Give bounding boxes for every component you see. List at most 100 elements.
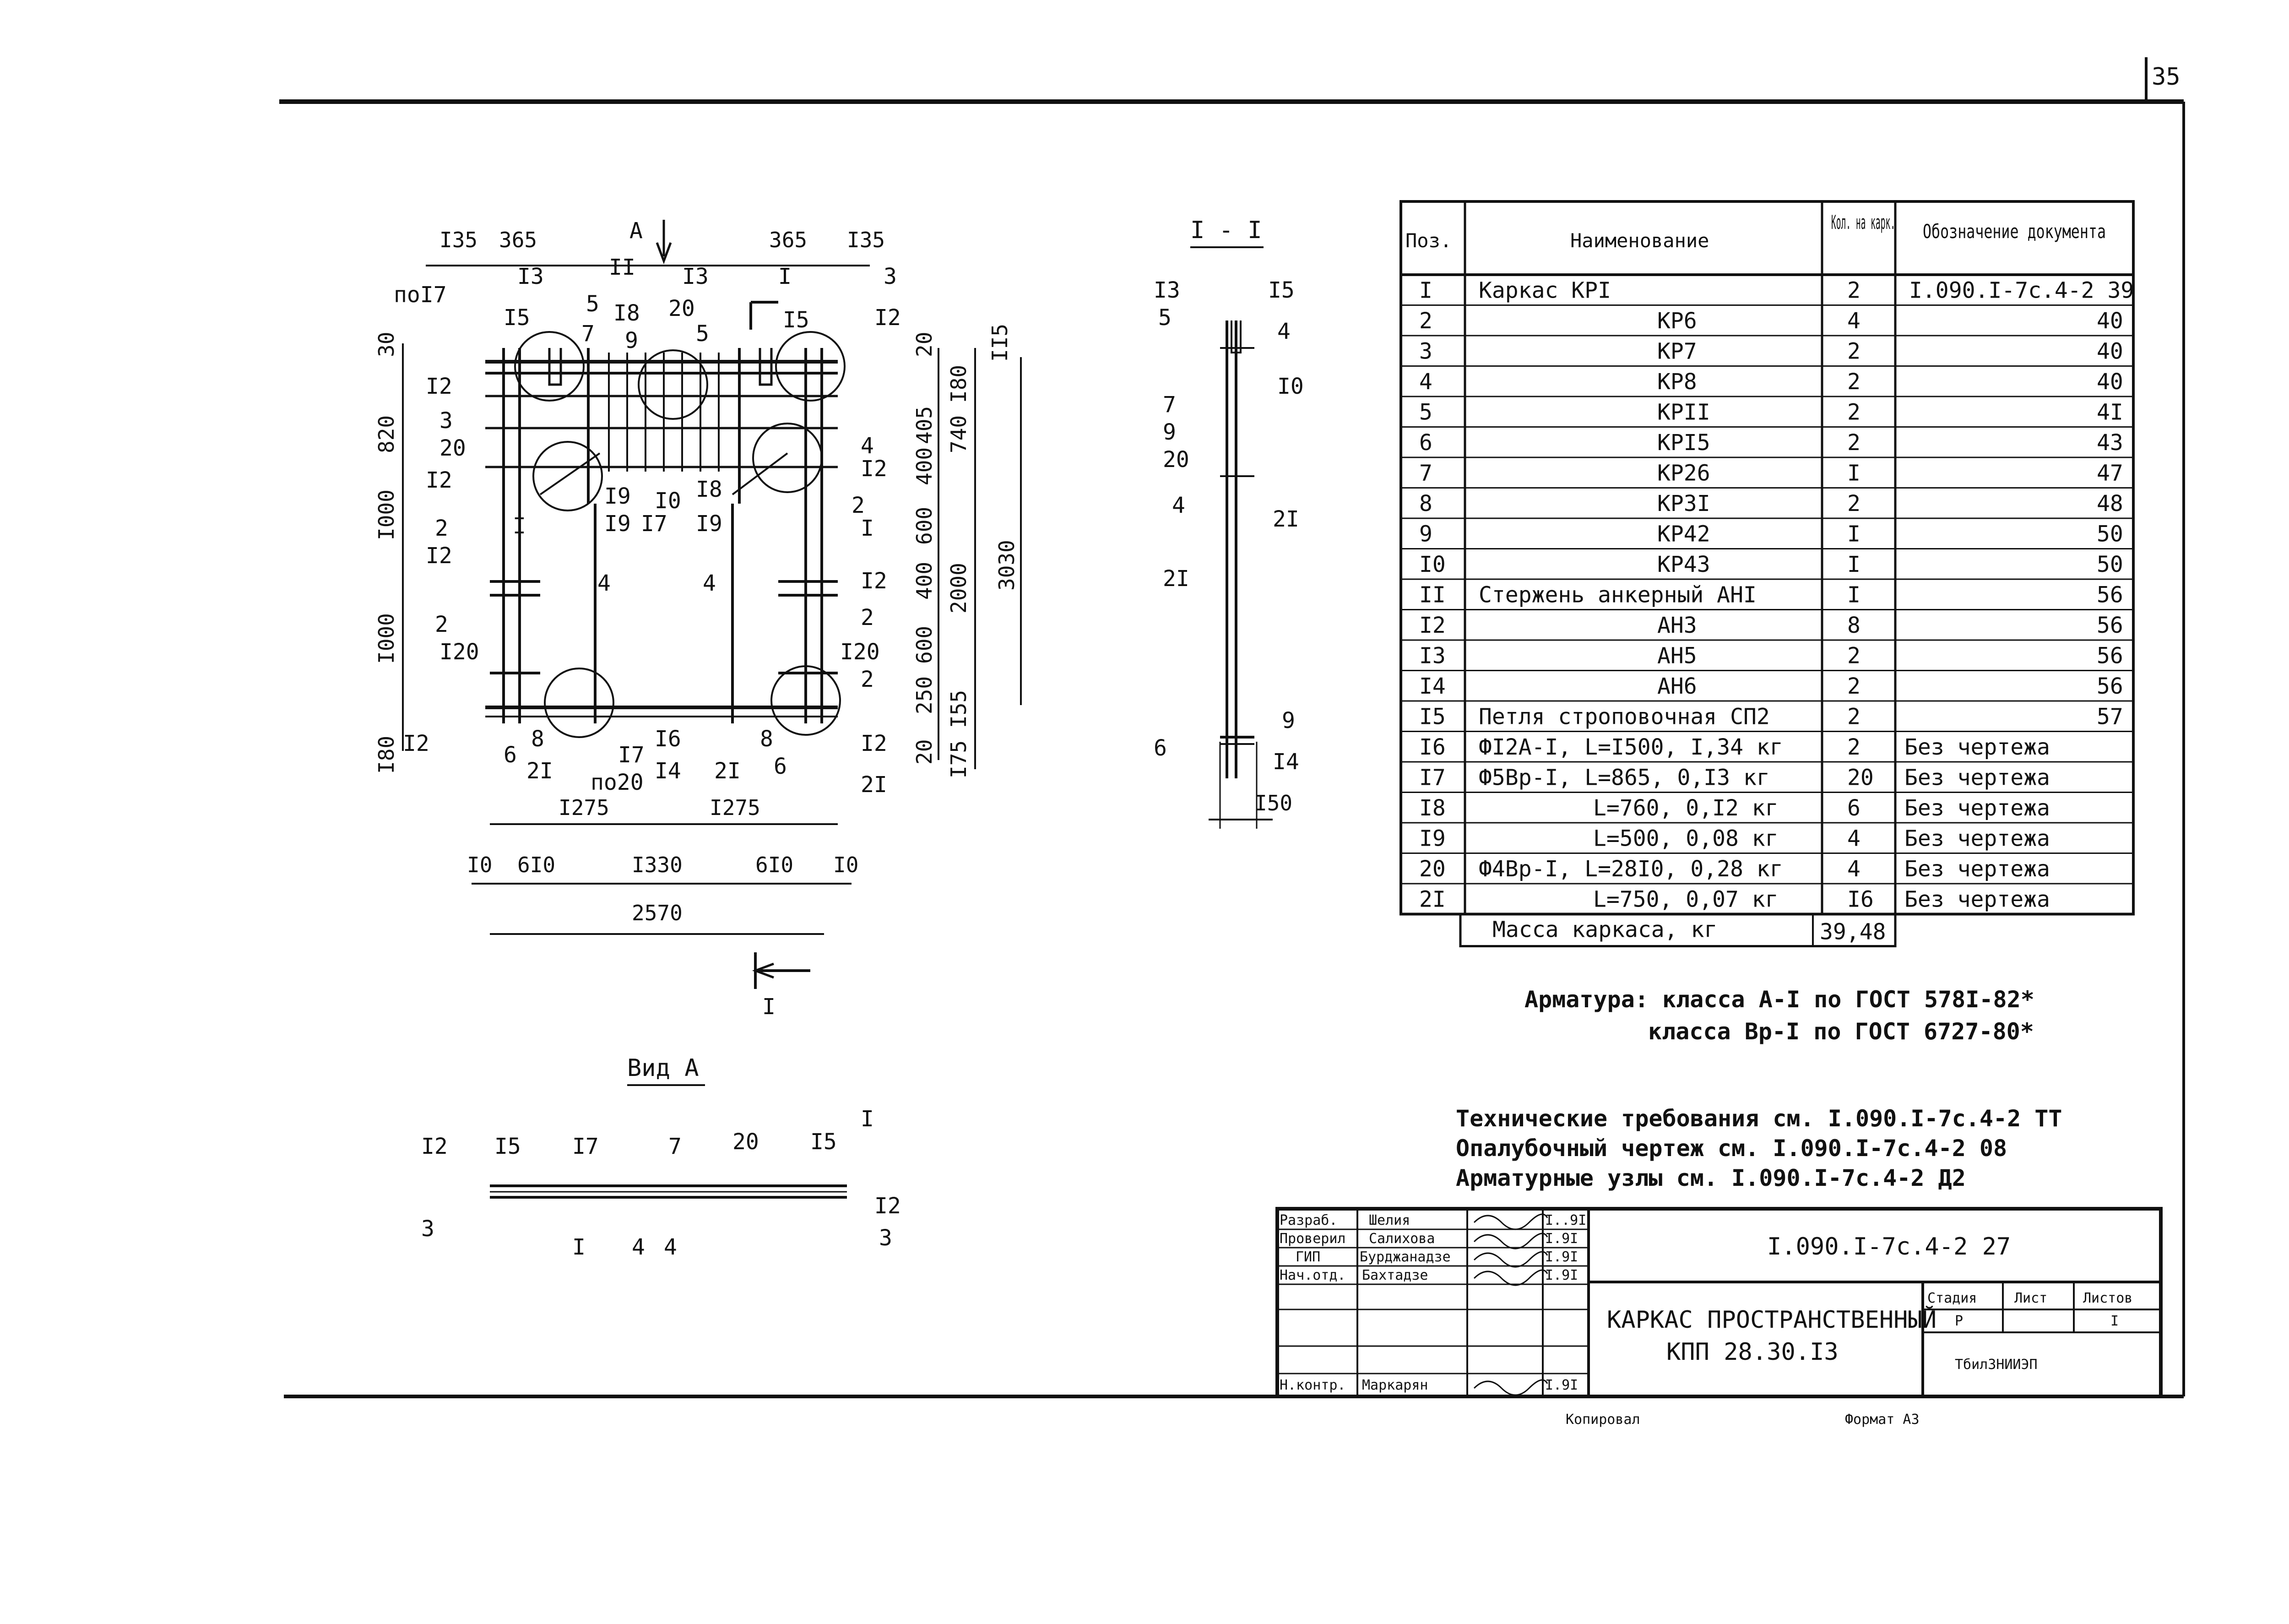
top-dim-1: I35 [439,228,477,252]
section-callout: 9 [1163,419,1176,445]
section-callout: 5 [1158,305,1172,331]
stage-value: Р [1955,1313,1963,1329]
title-block: Разраб. Проверил ГИП Нач.отд. Н.контр. Ш… [1275,1207,2163,1398]
table-cell-pos: I2 [1419,613,1446,638]
right-dim: 600 [912,626,937,664]
callout: I8 [613,300,640,326]
cut-mark-bottom: I [762,994,776,1020]
callout: 2 [852,493,865,518]
table-cell-name: КР3I [1657,491,1710,516]
view-a-callout: 4 [664,1234,677,1260]
table-cell-qty: 8 [1847,613,1860,638]
total-label: Масса каркаса, кг [1492,917,1717,943]
sheet-frame: 35 [279,57,2185,1398]
table-cell-qty: 2 [1847,278,1860,304]
table-cell-pos: I9 [1419,826,1446,852]
callout: I3 [682,264,709,289]
callout: I [861,516,874,541]
document-code: I.090.I-7с.4-2 27 [1767,1233,2011,1260]
table-cell-pos: 4 [1419,369,1432,395]
table-cell-name: КР42 [1657,521,1710,547]
right-dim: 600 [912,507,937,545]
table-cell-doc: 4I [2097,400,2123,425]
table-cell-name: КР43 [1657,552,1710,577]
role: Н.контр. [1280,1377,1346,1393]
callout: 4 [597,570,611,596]
callout: 9 [625,328,638,353]
callout: 20 [668,296,695,321]
callout: 2 [861,667,874,692]
table-cell-name: КРII [1657,400,1710,425]
callout: 5 [696,321,709,347]
right-dim: 20 [912,739,937,765]
callout: 8 [531,726,544,752]
table-cell-qty: 4 [1847,856,1860,882]
table-cell-pos: 2 [1419,308,1432,334]
callout: I5 [504,305,530,331]
callout: I8 [696,477,722,502]
bottom-dim-total: 2570 [632,901,683,925]
table-cell-doc: 56 [2097,613,2123,638]
callout: I2 [426,543,452,569]
view-a-callout: I7 [572,1134,599,1159]
drawing-title-2: КПП 28.30.I3 [1666,1338,1839,1366]
table-cell-pos: I8 [1419,795,1446,821]
callout: поI7 [394,282,447,308]
view-a-callout: 7 [668,1134,682,1159]
callout: 3 [884,264,897,289]
table-cell-qty: 2 [1847,369,1860,395]
sheet-header: Лист [2014,1290,2047,1306]
table-cell-qty: 2 [1847,430,1860,456]
table-cell-pos: I4 [1419,673,1446,699]
callout: 6 [774,754,787,779]
ref-nodes: Арматурные узлы см. I.090.I-7с.4-2 Д2 [1456,1165,1966,1191]
sheets-value: I [2110,1313,2119,1329]
table-cell-pos: I5 [1419,704,1446,730]
notes: Арматура: класса А-I по ГОСТ 578I-82* кл… [1456,986,2062,1191]
table-cell-pos: I [1419,278,1432,304]
bottom-dim: 6I0 [755,853,793,877]
section-mark-a: A [629,218,643,244]
copied-label: Копировал [1566,1412,1640,1428]
table-cell-name: L=750, 0,07 кг [1593,887,1779,912]
table-cell-doc: Без чертежа [1904,856,2050,882]
callout: I3 [517,264,544,289]
callout: 4 [703,570,716,596]
table-cell-qty: I [1847,521,1860,547]
callout: I [513,513,526,539]
callout: I9 [604,511,631,537]
callout: 2 [435,516,448,541]
armature-line-1: Арматура: класса А-I по ГОСТ 578I-82* [1524,986,2034,1013]
bottom-dim: I0 [467,853,492,877]
bottom-dim: 6I0 [517,853,555,877]
stage-header: Стадия [1927,1290,1977,1306]
right-dim: I80 [946,365,971,403]
date: I.9I [1545,1249,1578,1265]
table-cell-pos: I6 [1419,734,1446,760]
callout: I2 [403,731,429,756]
plan-labels: I35 365 365 I35 A I поI7 I5 I3 5 II 7 I8… [374,218,1019,1020]
table-cell-doc: 56 [2097,643,2123,669]
callout: I7 [641,511,667,537]
table-cell-doc: Без чертежа [1904,795,2050,821]
date: I.9I [1545,1231,1578,1247]
table-cell-name: КР26 [1657,461,1710,486]
right-dim: 250 [912,676,937,714]
callout: 2I [714,758,741,784]
table-cell-pos: 5 [1419,400,1432,425]
table-cell-qty: I [1847,552,1860,577]
table-cell-qty: 6 [1847,795,1860,821]
callout: I2 [861,568,887,594]
table-cell-doc: 40 [2097,308,2123,334]
right-dim-mid: 740 [946,415,971,453]
date: I..9I [1545,1212,1586,1228]
view-a-callout: 3 [421,1216,434,1242]
table-cell-doc: 50 [2097,521,2123,547]
right-dim: 20 [912,332,937,357]
bottom-dim: I275 [710,795,760,820]
table-cell-doc: Без чертежа [1904,765,2050,791]
sheet-number: 35 [2152,63,2181,91]
left-dim: I000 [374,613,399,664]
bottom-dim: I330 [632,853,683,877]
